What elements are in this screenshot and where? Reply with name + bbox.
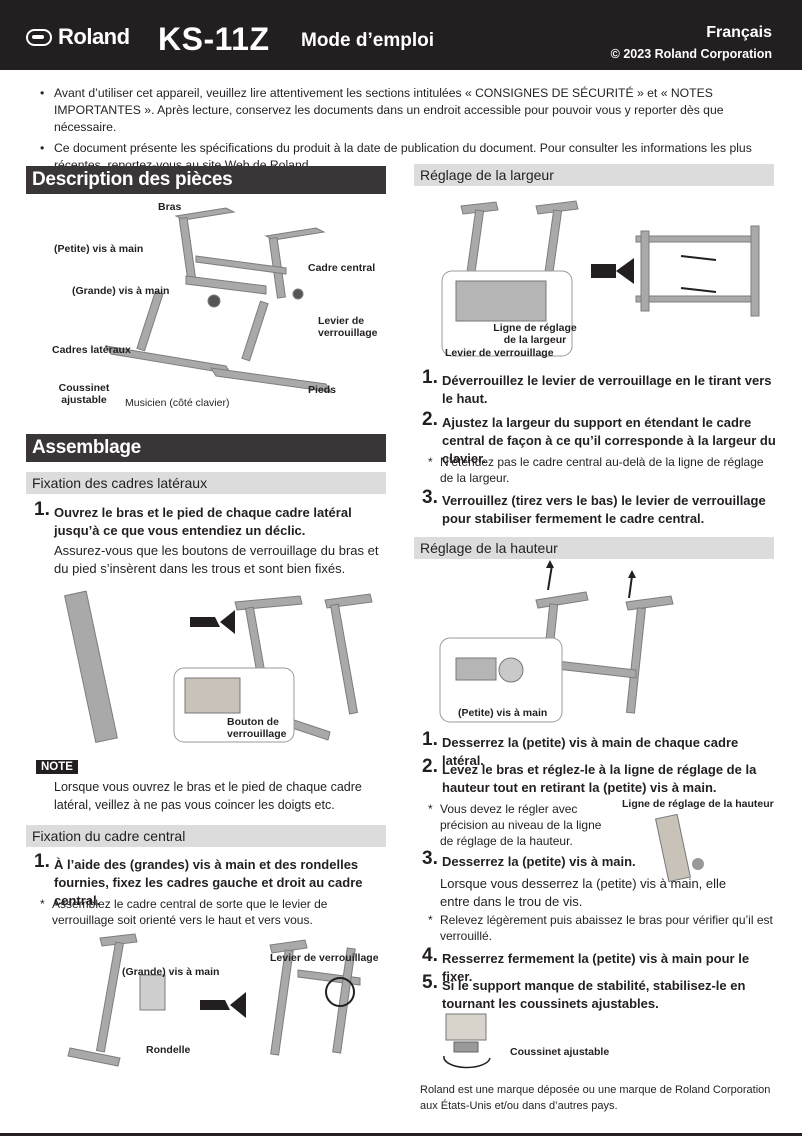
step-number: 3. xyxy=(422,848,438,869)
step-number: 1. xyxy=(422,729,438,750)
language-label: Français xyxy=(706,24,772,41)
step-text: À l’aide des (grandes) vis à main et des… xyxy=(54,857,363,908)
step-text: Déverrouillez le levier de verrouillage … xyxy=(442,373,772,406)
label-washer: Rondelle xyxy=(146,1044,191,1056)
note-text: Relevez légèrement puis abaissez le bras… xyxy=(440,913,773,943)
note-asterisk: * xyxy=(428,913,433,927)
step-text: Verrouillez (tirez vers le bas) le levie… xyxy=(442,493,766,526)
subsection-title-height: Réglage de la hauteur xyxy=(414,537,774,559)
height-step-4: 4. Resserrez fermement la (petite) vis à… xyxy=(422,945,777,986)
step-number: 3. xyxy=(422,487,438,508)
section-title-parts: Description des pièces xyxy=(26,166,386,194)
label-height-line: Ligne de réglage de la hauteur xyxy=(622,798,774,810)
step-number: 1. xyxy=(34,851,50,872)
step-text: Desserrez la (petite) vis à main. xyxy=(442,854,636,869)
label-large-knob-fig: (Grande) vis à main xyxy=(122,966,220,978)
center-frame-figure xyxy=(67,933,361,1067)
step-text: Si le support manque de stabilité, stabi… xyxy=(442,978,746,1011)
roland-logo: Roland xyxy=(26,24,130,50)
subsection-title-width: Réglage de la largeur xyxy=(414,164,774,186)
step-number: 5. xyxy=(422,972,438,993)
label-feet: Pieds xyxy=(308,384,337,396)
model-name: KS-11Z xyxy=(158,21,270,57)
adjuster-figure xyxy=(443,1013,491,1069)
center-frame-note: * Assemblez le cadre central de sorte qu… xyxy=(40,896,385,928)
note-asterisk: * xyxy=(428,455,433,469)
height-note-2: * Vous devez le régler avec précision au… xyxy=(428,801,618,849)
width-figure xyxy=(441,200,760,357)
step-text: Desserrez la (petite) vis à main de chaq… xyxy=(442,735,739,768)
note-text: N’étendez pas le cadre central au-delà d… xyxy=(440,455,764,485)
brand-name: Roland xyxy=(58,24,130,49)
label-width-lever: Levier de verrouillage xyxy=(445,347,554,359)
height-note-3: * Relevez légèrement puis abaissez le br… xyxy=(428,912,776,944)
height-step-3: 3. Desserrez la (petite) vis à main. xyxy=(422,848,642,871)
side-frame-figure xyxy=(64,590,373,744)
step-number: 2. xyxy=(422,409,438,430)
label-adjuster: Coussinet ajustable xyxy=(58,382,110,406)
page-bottom-rule xyxy=(0,1133,802,1136)
label-musician: Musicien (côté clavier) xyxy=(125,397,230,409)
width-note: * N’étendez pas le cadre central au-delà… xyxy=(428,454,776,486)
label-center-frame: Cadre central xyxy=(308,262,376,274)
label-lock-button: Bouton de verrouillage xyxy=(227,716,287,740)
height-step-1: 1. Desserrez la (petite) vis à main de c… xyxy=(422,729,777,770)
step-number: 1. xyxy=(422,367,438,388)
label-large-knob: (Grande) vis à main xyxy=(72,285,170,297)
step-number: 2. xyxy=(422,756,438,777)
label-arms: Bras xyxy=(158,201,182,213)
height-step-2: 2. Levez le bras et réglez-le à la ligne… xyxy=(422,756,777,797)
width-step-2: 2. Ajustez la largeur du support en éten… xyxy=(422,409,777,468)
width-step-3: 3. Verrouillez (tirez vers le bas) le le… xyxy=(422,487,777,528)
document-type: Mode d’emploi xyxy=(301,30,434,51)
step-number: 1. xyxy=(34,499,50,520)
note-asterisk: * xyxy=(40,897,45,911)
step-text: Ajustez la largeur du support en étendan… xyxy=(442,415,776,466)
note-badge: NOTE xyxy=(36,760,78,774)
label-width-line: Ligne de réglage de la largeur xyxy=(493,322,577,346)
document-header: Roland KS-11Z Mode d’emploi Français © 2… xyxy=(0,0,802,70)
step-text: Levez le bras et réglez-le à la ligne de… xyxy=(442,762,757,795)
center-frame-step-1: 1. À l’aide des (grandes) vis à main et … xyxy=(34,851,394,910)
label-side-frames: Cadres latéraux xyxy=(52,344,131,356)
side-frames-step-1: 1. Ouvrez le bras et le pied de chaque c… xyxy=(34,499,389,540)
roland-logo-icon xyxy=(26,28,52,46)
side-frames-note: Lorsque vous ouvrez le bras et le pied d… xyxy=(54,780,362,812)
parts-diagram xyxy=(104,207,332,393)
label-lock-lever: Levier de verrouillage xyxy=(318,315,378,339)
height-line-figure xyxy=(654,813,704,883)
label-adjuster-fig: Coussinet ajustable xyxy=(510,1046,610,1058)
trademark-footer: Roland est une marque déposée ou une mar… xyxy=(420,1084,771,1112)
intro-bullet: Avant d’utiliser cet appareil, veuillez … xyxy=(36,85,781,136)
copyright: © 2023 Roland Corporation xyxy=(610,47,772,61)
section-title-assembly: Assemblage xyxy=(26,434,386,462)
note-text: Vous devez le régler avec précision au n… xyxy=(440,802,602,848)
step-number: 4. xyxy=(422,945,438,966)
subsection-title-side-frames: Fixation des cadres latéraux xyxy=(26,472,386,494)
note-asterisk: * xyxy=(428,802,433,816)
label-small-knob: (Petite) vis à main xyxy=(54,243,144,255)
note-text: Assemblez le cadre central de sorte que … xyxy=(52,897,328,927)
height-figure xyxy=(439,560,674,723)
subsection-title-center-frame: Fixation du cadre central xyxy=(26,825,386,847)
label-height-knob: (Petite) vis à main xyxy=(458,707,548,719)
width-step-1: 1. Déverrouillez le levier de verrouilla… xyxy=(422,367,777,408)
label-lock-lever-fig: Levier de verrouillage xyxy=(270,952,379,964)
step-text: Resserrez fermement la (petite) vis à ma… xyxy=(442,951,750,984)
side-frames-step-1-detail: Assurez-vous que les boutons de verrouil… xyxy=(54,543,379,576)
height-step-5: 5. Si le support manque de stabilité, st… xyxy=(422,972,777,1013)
step-text: Ouvrez le bras et le pied de chaque cadr… xyxy=(54,505,352,538)
height-step-3-detail: Lorsque vous desserrez la (petite) vis à… xyxy=(440,876,727,909)
